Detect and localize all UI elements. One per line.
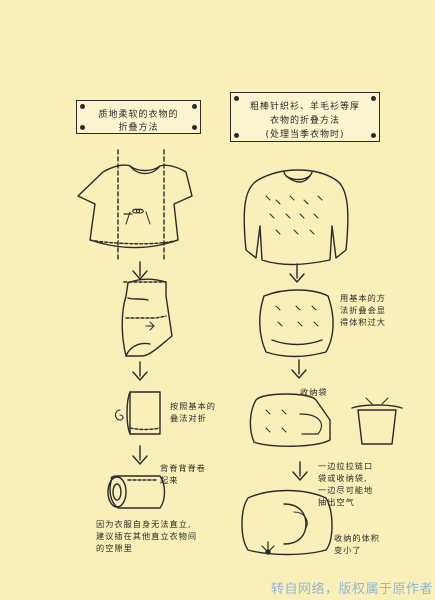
storage-bag-icon xyxy=(249,393,331,447)
down-arrow-1 xyxy=(132,261,148,280)
right-sign: 粗棒针织衫、羊毛衫等厚 衣物的折叠方法 (处理当季衣物时) xyxy=(230,92,380,142)
left-step2-note: 背脊背脊卷 起来 xyxy=(160,463,206,485)
left-sign-line-1: 质地柔软的衣物的 xyxy=(98,110,179,120)
compressed-bag-icon xyxy=(241,489,333,556)
right-step1-note: 用基本的方 法折叠会显 得体积过大 xyxy=(340,293,386,327)
down-arrow-6 xyxy=(292,461,308,481)
watermark: 转自网络，版权属于原作者 xyxy=(270,582,433,597)
right-sign-line-2: 衣物的折叠方法 xyxy=(269,116,340,126)
down-arrow-4 xyxy=(289,263,305,283)
folded-sweater-icon xyxy=(259,289,334,358)
rolled-top-icon xyxy=(107,475,166,509)
right-sign-line-1: 粗棒针织衫、羊毛衫等厚 xyxy=(249,102,360,112)
pin-icon xyxy=(371,133,376,138)
left-sign: 质地柔软的衣物的 折叠方法 xyxy=(76,100,201,134)
left-step3-note: 因为衣服自身无法直立, 建议插在其他直立衣物间 的空隙里 xyxy=(96,519,198,553)
down-arrow-3 xyxy=(132,445,148,465)
small-bag-icon xyxy=(351,397,403,445)
sweater-icon xyxy=(243,169,349,266)
left-step1-note: 按照基本的 叠法对折 xyxy=(170,401,216,423)
pin-icon xyxy=(192,125,197,130)
down-arrow-2 xyxy=(132,361,148,381)
right-sign-line-3: (处理当季衣物时) xyxy=(265,130,345,140)
halved-top-icon xyxy=(114,391,161,435)
pin-icon xyxy=(80,104,85,109)
left-sign-line-2: 折叠方法 xyxy=(118,123,159,133)
soft-top-icon xyxy=(77,149,193,263)
pin-icon xyxy=(371,96,376,101)
down-arrow-5 xyxy=(291,359,307,379)
pin-icon xyxy=(192,104,197,109)
pin-icon xyxy=(234,96,239,101)
right-step2-note: 一边拉拉链口 袋或收纳袋, 一边尽可能地 抽出空气 xyxy=(318,461,374,507)
folded-top-icon xyxy=(121,278,173,357)
right-step3-note: 收纳的体积 变小了 xyxy=(334,533,380,555)
bag-label: 收纳袋 xyxy=(300,387,328,397)
pin-icon xyxy=(80,125,85,130)
pin-icon xyxy=(234,133,239,138)
